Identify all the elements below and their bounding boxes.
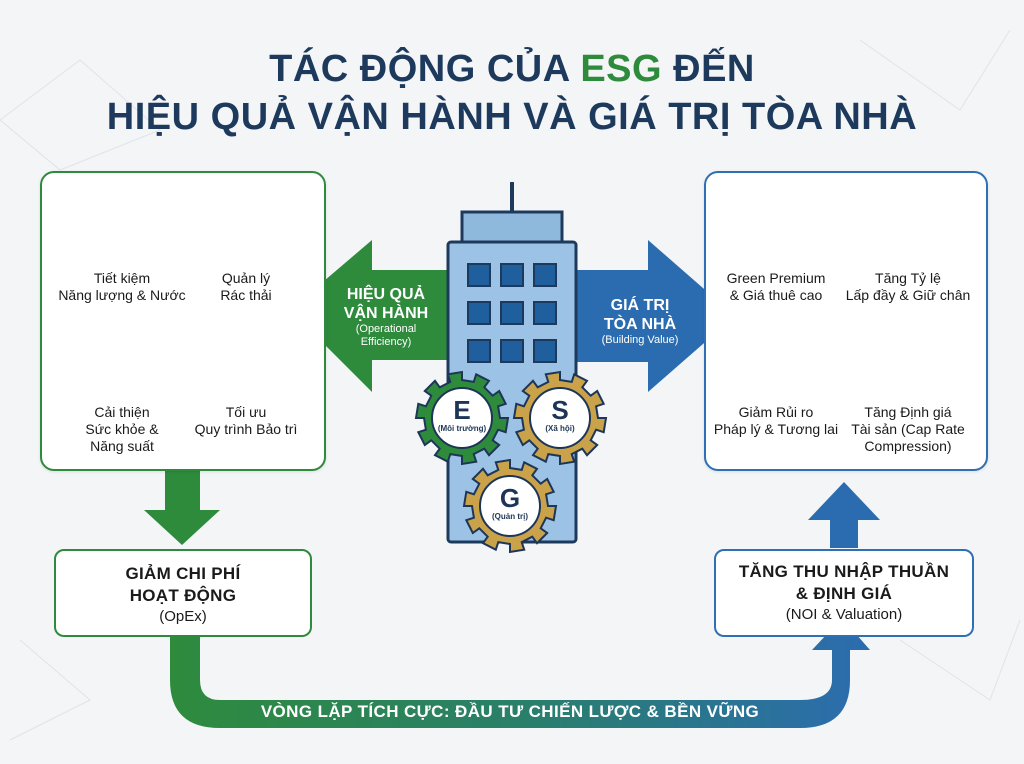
gear-s-icon <box>512 370 608 466</box>
title-line-1: TÁC ĐỘNG CỦA ESG ĐẾN <box>269 48 755 90</box>
gear-g-label: G(Quản trị) <box>492 483 528 521</box>
gear-e-label: E(Môi trường) <box>437 395 487 433</box>
noi-valuation-box: TĂNG THU NHẬP THUẦN & ĐỊNH GIÁ (NOI & Va… <box>714 549 974 637</box>
positive-loop-band <box>170 618 870 728</box>
building-value-label: GIÁ TRỊ TÒA NHÀ (Building Value) <box>601 297 679 346</box>
down-arrow-left <box>144 470 220 545</box>
opex-box: GIẢM CHI PHÍ HOẠT ĐỘNG (OpEx) <box>54 549 312 637</box>
title-line-2: HIỆU QUẢ VẬN HÀNH VÀ GIÁ TRỊ TÒA NHÀ <box>106 96 918 138</box>
up-arrow-right <box>808 482 880 548</box>
operational-efficiency-label: HIỆU QUẢ VẬN HÀNH (Operational Efficienc… <box>343 286 429 348</box>
gear-e-icon <box>414 370 510 466</box>
operational-benefits-panel <box>40 171 326 471</box>
gear-g-icon <box>462 458 558 554</box>
positive-loop-label: VÒNG LẶP TÍCH CỰC: ĐẦU TƯ CHIẾN LƯỢC & B… <box>260 702 760 721</box>
gear-s-label: S(Xã hội) <box>545 395 575 433</box>
operational-efficiency-arrow <box>290 240 470 392</box>
building-value-panel <box>704 171 988 471</box>
title-esg-highlight: ESG <box>580 48 663 90</box>
building-value-arrow <box>560 240 735 392</box>
item-green-premium: Green Premium& Giá thuê cao <box>726 270 826 303</box>
building-icon <box>446 182 578 544</box>
